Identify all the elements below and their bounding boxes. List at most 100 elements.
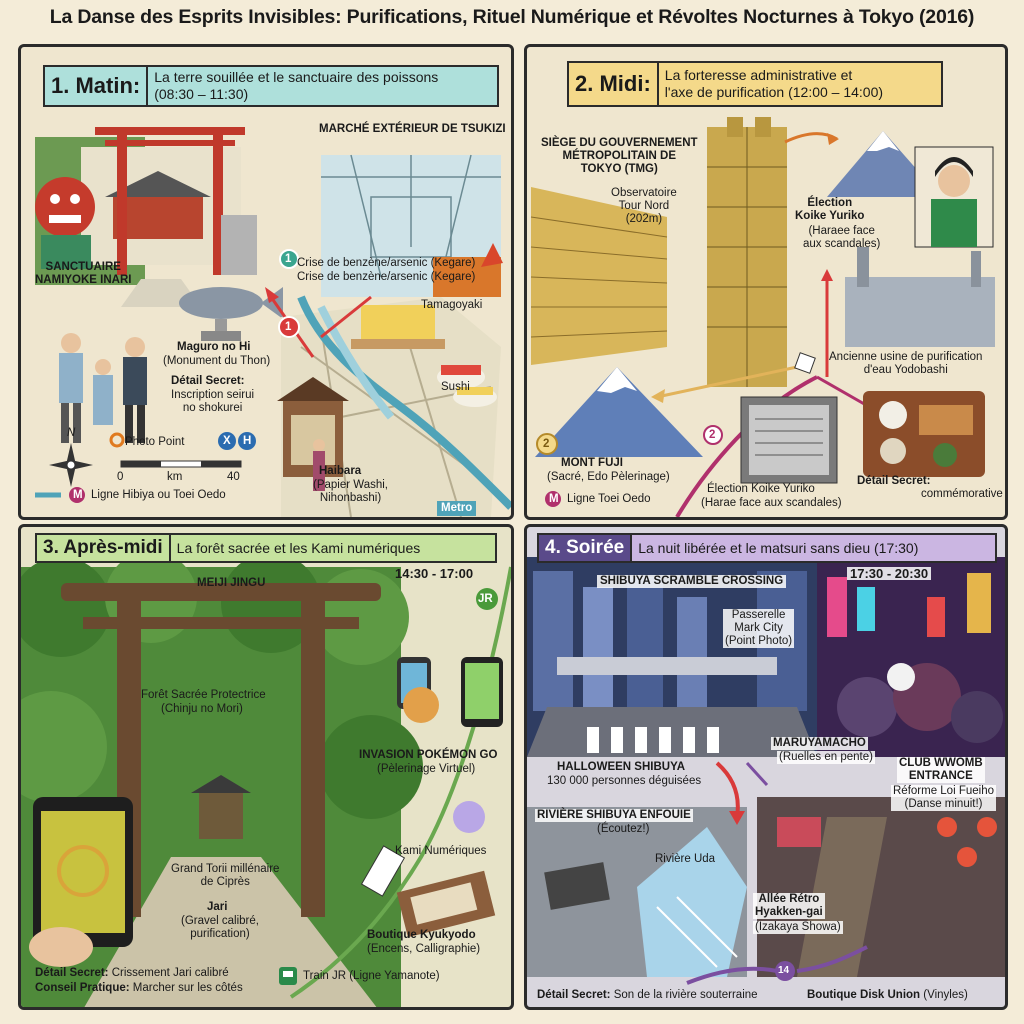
crowd (837, 677, 897, 737)
fuji-sub: (Sacré, Edo Pèlerinage) (547, 471, 670, 483)
afternoon-number: 3. Après-midi (37, 535, 171, 561)
riviere-label: RIVIÈRE SHIBUYA ENFOUIE (535, 809, 693, 822)
jari-label: Jari (207, 901, 228, 913)
sushi-label: Sushi (441, 381, 470, 393)
afternoon-detail-text: Crissement Jari calibré (111, 967, 229, 979)
morning-illustration (35, 127, 511, 517)
shishi-head-icon (35, 177, 95, 237)
compass-icon (49, 443, 93, 487)
afternoon-time: 14:30 - 17:00 (395, 566, 474, 581)
evening-route-line (686, 966, 778, 985)
halloween-sub: 130 000 personnes déguisées (547, 775, 702, 787)
jari-sub: (Gravel calibré, purification) (181, 915, 259, 940)
shrine-building (113, 195, 203, 239)
passerelle-label: Passerelle Mark City (Point Photo) (723, 609, 795, 648)
tsukizi-label: MARCHÉ EXTÉRIEUR DE TSUKIZI (319, 123, 506, 135)
noon-number: 2. Midi: (569, 63, 659, 105)
election-label-1: Élection Koike Yuriko (795, 197, 865, 222)
conseil-text: Marcher sur les côtés (132, 982, 243, 994)
afternoon-conseil: Conseil Pratique: Marcher sur les côtés (35, 982, 243, 995)
compass-n: N (67, 427, 76, 439)
namiyoke-label: SANCTUAIRE NAMIYOKE INARI (35, 261, 132, 286)
metro-badge: Metro (437, 501, 477, 516)
torii-gate-morning (95, 127, 245, 135)
kami-label: Kami Numériques (395, 845, 487, 857)
usine-label: Ancienne usine de purification d'eau Yod… (829, 351, 983, 376)
boutique-label: Boutique Kyukyodo (367, 929, 476, 941)
afternoon-detail: Détail Secret: Crissement Jari calibré (35, 967, 229, 980)
riviere-sub: (Écoutez!) (597, 823, 650, 835)
sign-x-icon: X (223, 435, 231, 447)
legend-m-icon: M (73, 489, 83, 501)
evening-illustration (527, 557, 1005, 985)
foret-sub: (Chinju no Mori) (161, 703, 243, 715)
conseil-label: Conseil Pratique: (35, 982, 130, 994)
tuna-monument-icon (179, 287, 263, 319)
morning-header: 1. Matin: La terre souillée et le sanctu… (43, 65, 499, 107)
panel-afternoon: 3. Après-midi La forêt sacrée et les Kam… (18, 524, 514, 1010)
stone-lantern (221, 215, 257, 275)
maguro-sub: (Monument du Thon) (163, 355, 271, 367)
fuji-icon-top (827, 131, 941, 197)
evening-header: 4. Soirée La nuit libérée et le matsuri … (537, 533, 997, 563)
disk-label: Boutique Disk Union (807, 989, 921, 1001)
afternoon-header: 3. Après-midi La forêt sacrée et les Kam… (35, 533, 497, 563)
noon-subtitle: La forteresse administrative et l'axe de… (664, 67, 884, 100)
pokemon-label: INVASION POKÉMON GO (359, 749, 498, 761)
disk-union: Boutique Disk Union (Vinyles) (807, 989, 968, 1002)
pokemon-sub: (Pèlerinage Virtuel) (377, 763, 476, 775)
panel-morning: 1. Matin: La terre souillée et le sanctu… (18, 44, 514, 520)
afternoon-detail-label: Détail Secret: (35, 967, 109, 979)
evening-subtitle: La nuit libérée et le matsuri sans dieu … (638, 539, 919, 556)
mark-city-bridge (557, 657, 777, 675)
election-label-2: Élection Koike Yuriko (707, 483, 815, 495)
evening-number: 4. Soirée (539, 535, 633, 561)
afternoon-illustration (21, 551, 511, 1007)
evening-time: 17:30 - 20:30 (847, 567, 932, 580)
maguro-label: Maguro no Hi (177, 341, 251, 353)
noon-route-line (675, 375, 818, 517)
page-title: La Danse des Esprits Invisibles: Purific… (49, 6, 975, 28)
morning-detail-label: Détail Secret: (171, 375, 245, 387)
evening-detail-text: Son de la rivière souterraine (613, 989, 758, 1001)
club-sub: Réforme Loi Fueiho (Danse minuit!) (891, 785, 996, 811)
gravel-path (84, 857, 377, 1007)
tamagoyaki-label: Tamagoyaki (421, 299, 483, 311)
allee-sub: (Izakaya Showa) (753, 921, 843, 934)
fuji-label: MONT FUJI (561, 457, 623, 469)
allee-label: Allée Rétro Hyakken-gai (753, 893, 825, 919)
morning-number: 1. Matin: (45, 67, 149, 105)
morning-time: (08:30 – 11:30) (154, 86, 249, 102)
kami-creature-icon (453, 801, 485, 833)
scramble-road (527, 707, 817, 757)
grand-torii (61, 583, 381, 601)
noon-legend-m-icon: M (549, 493, 559, 505)
jr-badge: JR (478, 593, 493, 605)
torii-label: Grand Torii millénaire de Ciprès (171, 863, 280, 888)
morning-subtitle: La terre souillée et le sanctuaire des p… (154, 69, 439, 85)
panel-evening: 4. Soirée La nuit libérée et le matsuri … (524, 524, 1008, 1010)
crise-label-2: Crise de benzène/arsenic (Kegare) (297, 271, 476, 283)
scale-0: 0 (117, 471, 124, 483)
maruyama-label: MARUYAMACHO (771, 737, 868, 750)
afternoon-subtitle: La forêt sacrée et les Kami numériques (176, 539, 421, 556)
costumed-figure (887, 663, 915, 691)
scramble-label: SHIBUYA SCRAMBLE CROSSING (597, 575, 787, 588)
people-bowing (61, 333, 81, 353)
club-label: CLUB WWOMB ENTRANCE (897, 757, 985, 783)
scale-unit: km (167, 471, 183, 483)
noon-illustration (530, 117, 995, 517)
noon-header: 2. Midi: La forteresse administrative et… (567, 61, 943, 107)
observatoire-label: Observatoire Tour Nord (202m) (611, 187, 677, 225)
legend-line-label: Ligne Hibiya ou Toei Oedo (91, 489, 226, 501)
sign-h-icon: H (243, 435, 252, 447)
route-marker-1-top: 1 (285, 253, 292, 265)
route-marker-2-alt: 2 (543, 438, 550, 450)
yodobashi-factory (845, 277, 995, 347)
tmg-label: SIÈGE DU GOUVERNEMENT MÉTROPOLITAIN DE T… (541, 137, 698, 175)
photo-point-label[interactable]: Photo Point (125, 436, 185, 448)
train-label: Train JR (Ligne Yamanote) (303, 970, 440, 982)
evening-detail: Détail Secret: Son de la rivière souterr… (537, 989, 758, 1002)
crise-label-1: Crise de benzène/arsenic (Kegare) (297, 257, 476, 269)
boutique-sub: (Encens, Calligraphie) (367, 943, 481, 955)
